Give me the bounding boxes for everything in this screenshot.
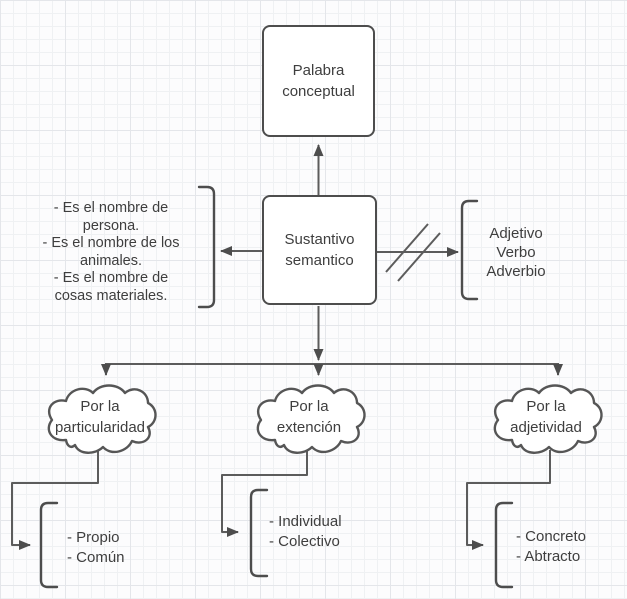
- elbow-connector-extencion: [221, 450, 308, 537]
- items-particularidad: - Propio - Común: [67, 529, 125, 566]
- center-box: Sustantivo semantico: [262, 195, 377, 305]
- bracket-left-notes: [197, 185, 216, 309]
- cloud-label-extencion: Por la extención: [276, 398, 342, 436]
- bracket-list-adjetividad: [494, 501, 514, 589]
- cloud-label-particularidad: Por la particularidad: [54, 398, 146, 436]
- items-extencion: - Individual - Colectivo: [269, 513, 342, 550]
- cloud-extencion: [256, 384, 366, 454]
- elbow-connector-adjetividad: [466, 450, 551, 550]
- left-notes-text: - Es el nombre de persona. - Es el nombr…: [42, 200, 180, 304]
- cloud-adjetividad: [493, 384, 603, 454]
- bracket-right-notes: [460, 199, 479, 301]
- top-box: Palabra conceptual: [262, 25, 375, 137]
- slash-mark-2: [397, 232, 441, 282]
- right-notes-text: Adjetivo Verbo Adverbio: [486, 225, 546, 280]
- cloud-particularidad: [47, 384, 157, 454]
- items-adjetividad: - Concreto - Abtracto: [516, 528, 587, 565]
- bracket-list-particularidad: [39, 501, 59, 589]
- bracket-list-extencion: [249, 488, 269, 578]
- center-box-label: Sustantivo semantico: [284, 231, 355, 269]
- top-box-label: Palabra conceptual: [282, 62, 355, 100]
- elbow-connector-particularidad: [11, 450, 99, 550]
- cloud-label-adjetividad: Por la adjetividad: [510, 398, 582, 436]
- slash-mark-1: [385, 223, 429, 273]
